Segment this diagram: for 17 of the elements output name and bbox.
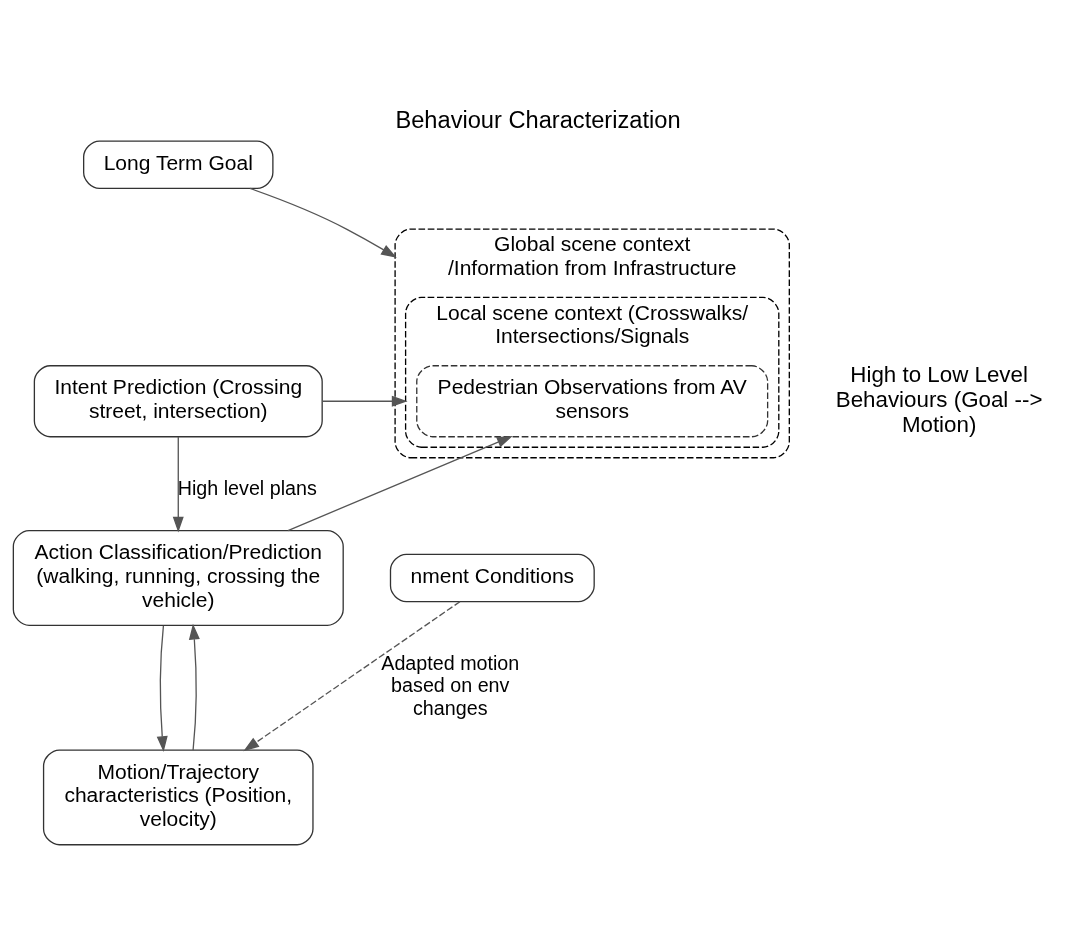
node-box: Action Classification/Prediction (walking, running, crossing the vehicle) <box>12 530 344 626</box>
node-box: Pedestrian Observations from AV sensors <box>416 365 769 438</box>
node-box: Long Term Goal <box>83 140 274 189</box>
arrow <box>321 395 408 407</box>
edge-label: High level plans <box>177 477 317 500</box>
node-box: Intent Prediction (Crossing street, intersection) <box>33 365 323 438</box>
node-box: nment Conditions <box>389 553 595 603</box>
arrow <box>172 436 184 533</box>
arrow <box>156 625 168 753</box>
edge-label: Adapted motion based on env changes <box>381 651 520 719</box>
arrow <box>249 187 397 258</box>
node-box: Motion/Trajectory characteristics (Position, velocity) <box>42 749 314 846</box>
arrow <box>188 623 200 751</box>
arrow <box>287 436 513 532</box>
label: High to Low Level Behaviours (Goal --> Motion) <box>835 361 1043 437</box>
arrow <box>243 601 461 752</box>
diagram-title: Behaviour Characterization <box>395 107 681 134</box>
